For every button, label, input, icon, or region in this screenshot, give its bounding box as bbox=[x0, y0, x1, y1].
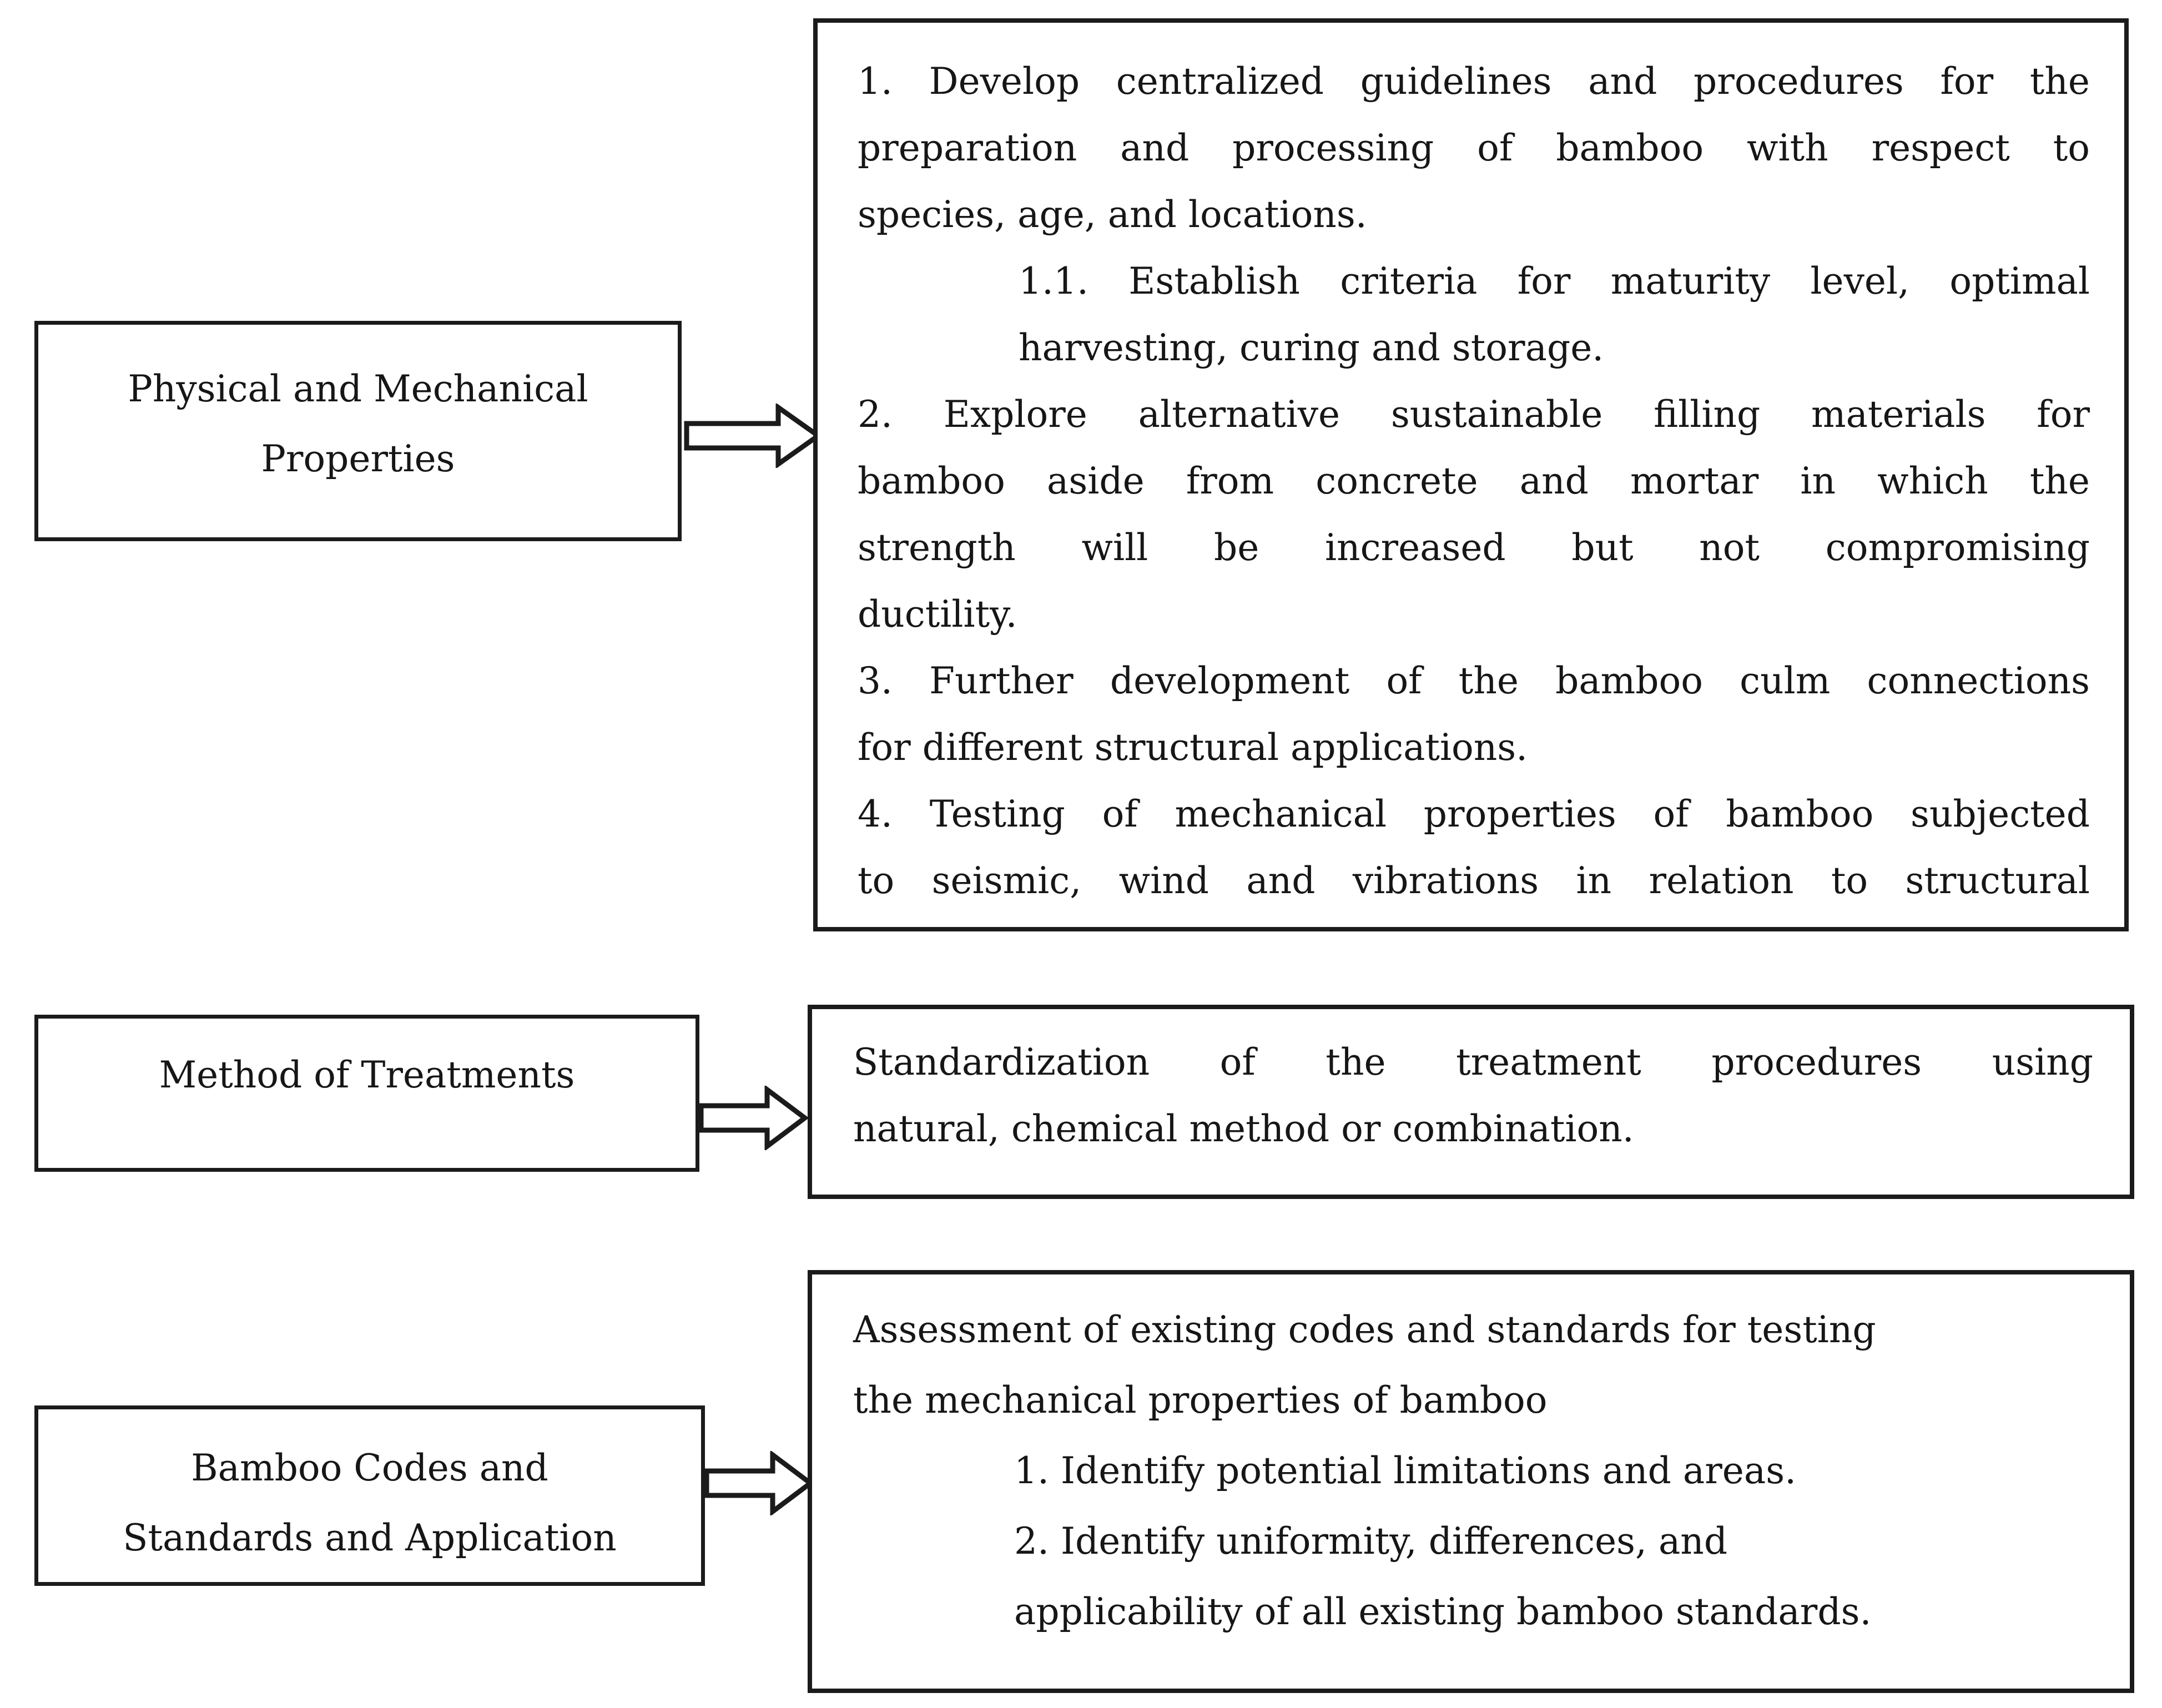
topic-label-line: Physical and Mechanical bbox=[128, 367, 588, 410]
block-arrow-right-icon bbox=[704, 1451, 814, 1515]
content-line: 3. Further development of the bamboo cul… bbox=[858, 659, 2090, 702]
content-line: species, age, and locations. bbox=[858, 193, 1367, 236]
block-arrow-right-icon bbox=[684, 404, 822, 468]
content-box-bamboo-codes-standards-application: Assessment of existing codes and standar… bbox=[808, 1270, 2134, 1693]
content-line: 1. Develop centralized guidelines and pr… bbox=[858, 60, 2090, 103]
content-line: 2. Identify uniformity, differences, and bbox=[1014, 1520, 1728, 1563]
content-line: to seismic, wind and vibrations in relat… bbox=[858, 859, 2090, 902]
topic-label-line: Method of Treatments bbox=[159, 1053, 575, 1096]
content-line: the mechanical properties of bamboo bbox=[853, 1379, 1548, 1422]
topic-label-line: Properties bbox=[261, 437, 455, 480]
topic-label-line: Standards and Application bbox=[123, 1516, 617, 1559]
content-line: Assessment of existing codes and standar… bbox=[853, 1308, 1876, 1351]
content-line: preparation and processing of bamboo wit… bbox=[858, 127, 2090, 169]
content-line: for different structural applications. bbox=[858, 726, 1528, 769]
content-line: natural, chemical method or combination. bbox=[853, 1107, 1634, 1150]
topic-label-line: Bamboo Codes and bbox=[191, 1446, 548, 1489]
content-line: bamboo aside from concrete and mortar in… bbox=[858, 460, 2090, 502]
block-arrow-right-icon bbox=[698, 1086, 808, 1150]
topic-box-physical-mechanical-properties: Physical and Mechanical Properties bbox=[34, 321, 682, 541]
content-line: applicability of all existing bamboo sta… bbox=[1014, 1590, 1872, 1633]
content-line: harvesting, curing and storage. bbox=[1019, 326, 1604, 369]
content-box-physical-mechanical-properties: 1. Develop centralized guidelines and pr… bbox=[813, 18, 2129, 931]
content-line: 1. Identify potential limitations and ar… bbox=[1014, 1449, 1797, 1492]
content-box-method-of-treatments: Standardization of the treatment procedu… bbox=[808, 1005, 2134, 1199]
content-line: Standardization of the treatment procedu… bbox=[853, 1041, 2093, 1084]
content-line: strength will be increased but not compr… bbox=[858, 526, 2090, 569]
content-line: 4. Testing of mechanical properties of b… bbox=[858, 793, 2090, 835]
content-line: ductility. bbox=[858, 593, 1017, 636]
content-line: 1.1. Establish criteria for maturity lev… bbox=[1019, 260, 2090, 303]
topic-box-method-of-treatments: Method of Treatments bbox=[34, 1015, 699, 1172]
topic-box-bamboo-codes-standards-application: Bamboo Codes and Standards and Applicati… bbox=[34, 1405, 705, 1586]
content-line: 2. Explore alternative sustainable filli… bbox=[858, 393, 2090, 436]
